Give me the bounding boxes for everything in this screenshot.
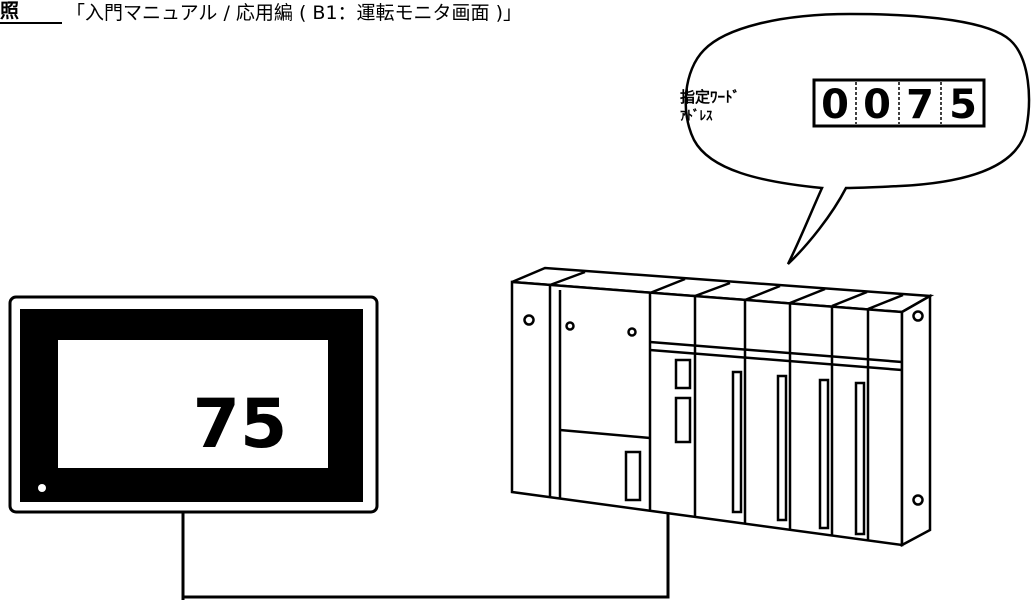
mount-hole — [523, 314, 535, 326]
io-slot — [776, 374, 788, 522]
touch-panel: 75 — [8, 295, 379, 514]
panel-screen — [58, 340, 328, 468]
power-slot — [624, 450, 642, 502]
module-band — [649, 348, 903, 372]
io-slot — [731, 370, 743, 514]
module-edge — [867, 293, 904, 311]
io-slot — [818, 378, 830, 530]
module-band — [649, 340, 903, 364]
module-edge — [694, 281, 731, 298]
speech-bubble: 指定ﾜｰﾄﾞ ｱﾄﾞﾚｽ 0 0 7 5 — [680, 12, 1031, 265]
power-led — [38, 484, 46, 492]
mount-hole — [912, 494, 924, 506]
bubble-outline — [684, 12, 1031, 265]
digit-2: 0 — [863, 82, 891, 128]
module-edge — [831, 290, 868, 308]
word-address-label: 指定ﾜｰﾄﾞ — [680, 88, 740, 106]
cpu-connector — [674, 396, 692, 444]
power-module-split — [559, 428, 651, 440]
address-label: ｱﾄﾞﾚｽ — [680, 108, 713, 124]
module-edge — [744, 284, 781, 302]
digit-1: 0 — [821, 82, 849, 128]
mount-hole — [912, 310, 924, 322]
plc-rack — [510, 266, 935, 548]
reference-mark: 照 — [0, 0, 62, 24]
digit-3: 7 — [906, 82, 934, 128]
io-slot — [854, 381, 866, 536]
digit-4: 5 — [949, 82, 977, 128]
panel-display-value: 75 — [193, 385, 288, 464]
cpu-connector — [674, 358, 692, 390]
module-edge — [549, 270, 586, 287]
module-edge — [789, 287, 826, 305]
reference-text: 「入門マニュアル / 応用編 ( B1：運転モニタ画面 )」 — [66, 2, 522, 24]
screw — [565, 321, 575, 331]
rack-side — [900, 293, 932, 548]
screw — [627, 327, 637, 337]
reference-line: 照 「入門マニュアル / 応用編 ( B1：運転モニタ画面 )」 — [0, 0, 522, 32]
module-edge — [649, 277, 686, 295]
